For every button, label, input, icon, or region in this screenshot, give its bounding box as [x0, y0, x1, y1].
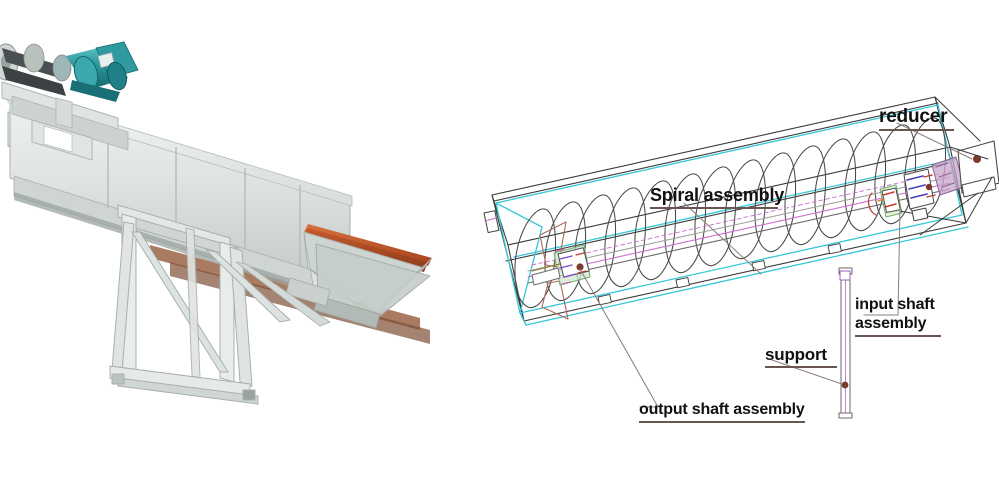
- photo-electric-motor: [66, 41, 139, 102]
- photo-diagonal-strut: [204, 249, 331, 327]
- callout-spiral-assembly-underline: [650, 207, 778, 210]
- callout-reducer: reducer: [879, 106, 954, 132]
- callout-reducer-underline: [879, 129, 954, 132]
- diagram-right-end-frame: [899, 96, 993, 236]
- callout-spiral-assembly: Spiral assembly: [650, 185, 785, 210]
- diagram-input-shaft-assembly: [867, 168, 936, 218]
- photo-discharge-hopper: [285, 224, 433, 329]
- callout-spiral-assembly-text: Spiral assembly: [650, 185, 785, 205]
- callout-support-text: support: [765, 345, 827, 364]
- diagram-saddle-blocks: [597, 243, 842, 306]
- diagram-leader-lines: [579, 122, 973, 408]
- photo-support-frame: [109, 204, 259, 405]
- diagram-output-shaft-assembly: [531, 221, 591, 320]
- callout-output-shaft-underline: [639, 420, 805, 423]
- callout-output-shaft-text: output shaft assembly: [639, 401, 805, 418]
- callout-input-shaft-line1: input shaft: [855, 296, 935, 313]
- diagram-center-shaft: [527, 170, 953, 284]
- diagram-cyan-rails: [495, 104, 969, 326]
- callout-output-shaft-assembly: output shaft assembly: [639, 401, 805, 423]
- callout-input-shaft-line2: assembly: [855, 314, 927, 332]
- diagram-left-flange: [483, 210, 500, 234]
- callout-support-underline: [765, 366, 837, 369]
- callout-support: support: [765, 345, 837, 369]
- technical-diagram-panel: [480, 85, 999, 445]
- callout-input-shaft-assembly: input shaft assembly: [855, 296, 941, 337]
- product-photo-panel: [0, 0, 480, 420]
- callout-reducer-text: reducer: [879, 106, 948, 127]
- diagram-reducer-gearbox: [931, 140, 999, 198]
- diagram-support-column: [838, 267, 853, 419]
- callout-input-shaft-underline: [855, 334, 941, 337]
- photo-drive-head: [0, 41, 139, 161]
- photo-belt-drive: [0, 43, 72, 96]
